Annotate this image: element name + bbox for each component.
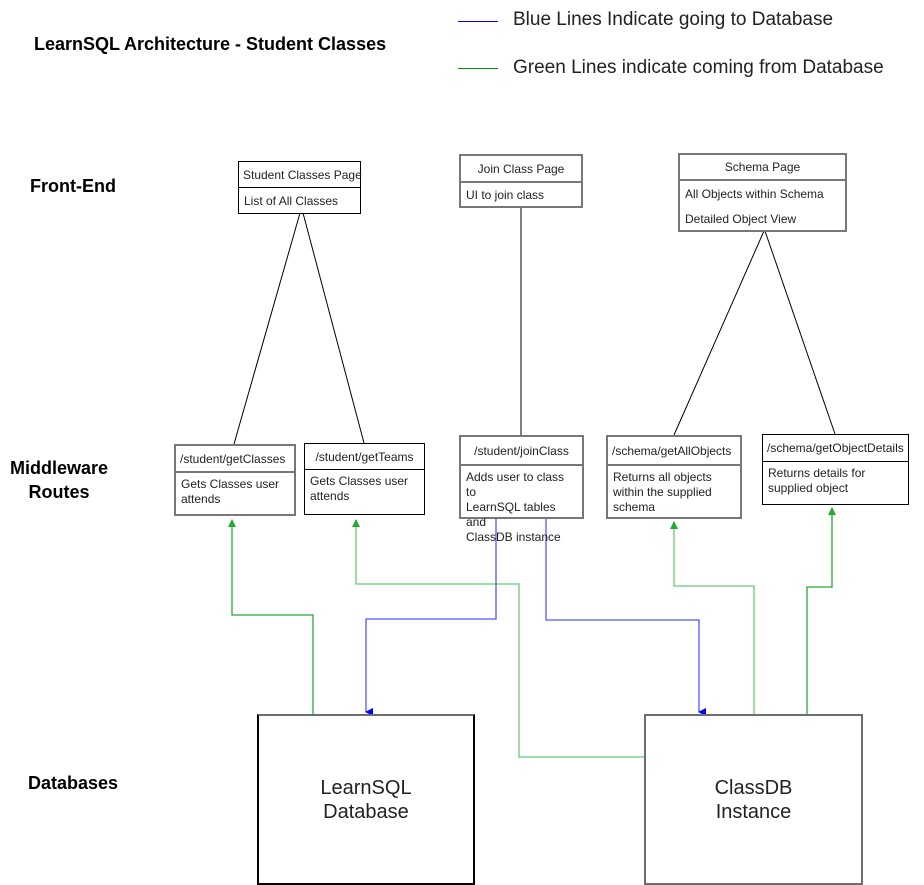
wire-joinclass-to-classdb bbox=[545, 519, 706, 716]
route-desc-getallobjects: Returns all objects within the supplied … bbox=[613, 470, 712, 514]
lane-middleware-label: Middleware Routes bbox=[10, 458, 109, 502]
link-classes-page-to-getteams bbox=[302, 212, 365, 444]
route-desc-getobjectdetails: Returns details for supplied object bbox=[768, 466, 866, 495]
route-path-getallobjects: /schema/getAllObjects bbox=[608, 437, 740, 466]
route-path-getobjectdetails: /schema/getObjectDetails bbox=[763, 435, 908, 462]
page-title-student-classes: Student Classes Page bbox=[239, 162, 362, 188]
database-learnsql[interactable]: LearnSQL Database bbox=[257, 714, 475, 885]
route-path-getteams: /student/getTeams bbox=[305, 444, 424, 470]
legend-green-label: Green Lines indicate coming from Databas… bbox=[513, 57, 884, 78]
page-box-schema[interactable]: Schema Page All Objects within Schema De… bbox=[678, 153, 847, 232]
route-box-getclasses[interactable]: /student/getClasses Gets Classes user at… bbox=[174, 444, 296, 516]
legend-green-line bbox=[458, 68, 498, 69]
database-classdb[interactable]: ClassDB Instance bbox=[644, 714, 863, 885]
page-item: List of All Classes bbox=[244, 194, 339, 208]
route-desc-getclasses: Gets Classes user attends bbox=[181, 477, 280, 506]
link-schema-page-to-getallobjects bbox=[673, 230, 765, 436]
route-desc-getteams: Gets Classes user attends bbox=[310, 474, 409, 503]
page-box-student-classes[interactable]: Student Classes Page List of All Classes bbox=[238, 161, 362, 214]
page-item: Detailed Object View bbox=[685, 212, 797, 226]
lane-frontend-label: Front-End bbox=[30, 176, 116, 196]
lane-databases-label: Databases bbox=[28, 773, 119, 793]
legend-blue-label: Blue Lines Indicate going to Database bbox=[513, 9, 834, 30]
wire-classdb-to-getallobjects bbox=[670, 521, 755, 715]
wire-learnsql-to-getclasses bbox=[228, 519, 314, 715]
route-path-getclasses: /student/getClasses bbox=[176, 446, 294, 473]
page-item: All Objects within Schema bbox=[685, 187, 824, 201]
route-path-joinclass: /student/joinClass bbox=[461, 437, 582, 466]
route-box-getallobjects[interactable]: /schema/getAllObjects Returns all object… bbox=[606, 435, 742, 519]
route-desc-joinclass: Adds user to class to LearnSQL tables an… bbox=[466, 470, 565, 544]
link-classes-page-to-getclasses bbox=[233, 212, 301, 445]
page-title-join-class: Join Class Page bbox=[461, 156, 581, 183]
wire-classdb-to-getobjectdetails bbox=[806, 507, 836, 715]
link-schema-page-to-getobjectdetails bbox=[764, 230, 836, 435]
wire-joinclass-to-learnsql bbox=[365, 519, 497, 716]
route-box-getteams[interactable]: /student/getTeams Gets Classes user atte… bbox=[304, 443, 425, 515]
page-title-schema: Schema Page bbox=[680, 155, 845, 181]
page-item: UI to join class bbox=[466, 188, 545, 202]
legend-blue-line bbox=[458, 21, 498, 22]
route-box-joinclass[interactable]: /student/joinClass Adds user to class to… bbox=[459, 435, 584, 544]
route-box-getobjectdetails[interactable]: /schema/getObjectDetails Returns details… bbox=[762, 434, 909, 505]
wire-classdb-to-getteams bbox=[352, 519, 645, 758]
diagram-title: LearnSQL Architecture - Student Classes bbox=[34, 34, 387, 54]
page-box-join-class[interactable]: Join Class Page UI to join class bbox=[459, 154, 583, 208]
